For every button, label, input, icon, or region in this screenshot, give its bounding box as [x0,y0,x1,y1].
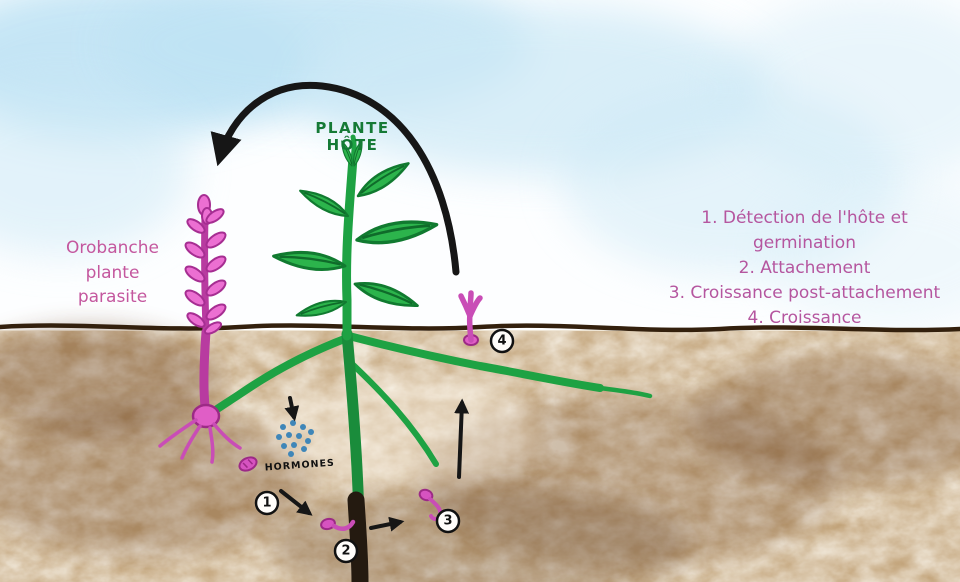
parasite-seed-stage3 [418,488,443,521]
parasite-seed-stage2 [320,517,356,532]
host-plant-label: PLANTE HÔTE [295,119,410,155]
orobanche-bulb [191,403,221,429]
orobanche-underground-stalk [199,327,211,411]
step-marker-circle-4 [489,328,515,354]
step-markers: 1 2 3 4 [254,328,515,564]
host-plant-label-line1: PLANTE [315,119,390,137]
cycle-arrow [210,81,460,276]
step-marker-3: 3 [443,514,452,529]
step-marker-circle-3 [435,508,461,534]
parasite-shoot-stage4 [458,290,483,346]
parasite-label-line2: plante [85,262,140,283]
orobanche-spike [184,194,227,335]
orobanche-rootlets [158,418,242,464]
legend-item-3: 3. Croissance post-attachement [668,282,941,303]
step-marker-2: 2 [341,544,350,559]
soil-line [0,323,960,333]
arrow-step1-to-2 [279,489,313,516]
soil [0,323,960,582]
host-plant-label-line2: HÔTE [326,136,379,155]
arrow-step3-up [454,398,470,479]
arrow-to-hormones [284,396,300,422]
hormones-label: HORMONES [264,458,335,474]
step-marker-1: 1 [262,496,271,511]
arrow-step2-to-3 [369,516,405,532]
host-roots [206,328,653,582]
orobanche-stalk [201,212,210,334]
parasite-seed-near-bulb [238,456,258,472]
step-marker-circle-2 [333,538,359,564]
legend-list: 1. Détection de l'hôte et germination 2.… [662,206,947,331]
hormones-dots [276,420,314,457]
parasite-label-line3: parasite [77,287,148,308]
legend-item-4: 4. Croissance [747,307,862,328]
parasite-label-line1: Orobanche [66,238,159,258]
legend-item-2: 2. Attachement [738,257,871,278]
legend-item-1: 1. Détection de l'hôte et germination [701,208,908,253]
step-marker-circle-1 [254,490,280,516]
step-arrows [279,396,470,532]
parasite-label: Orobanche plante parasite [40,236,185,310]
host-plant [271,134,440,341]
step-marker-4: 4 [497,334,506,349]
orobanche-plant [158,194,242,464]
host-stem [342,153,358,341]
